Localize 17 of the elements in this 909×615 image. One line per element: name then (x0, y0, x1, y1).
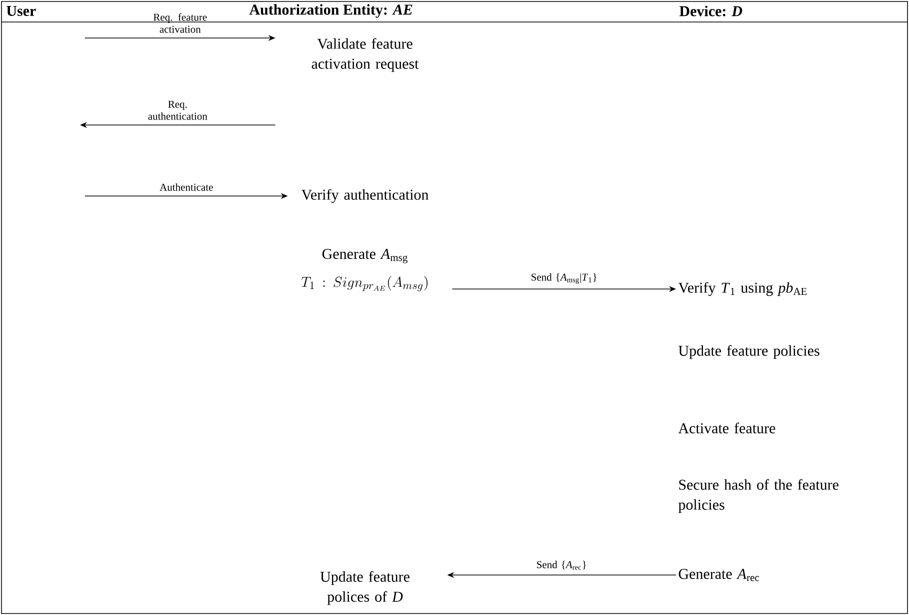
step-text: Secure hash of the feature policies (678, 479, 838, 513)
step-text: Update feature policies (678, 345, 820, 359)
column-header: Authorization Entity: AE (249, 4, 412, 18)
column-header: User (6, 6, 36, 16)
step-text: Generate A$_{rec}$ (678, 568, 760, 582)
edge-label: Send {A$_{rec}$} (537, 560, 586, 570)
edge-label: Authenticate (160, 183, 213, 191)
step-text: Generate A$_{msg}$ $T_1 : Sign_{pr_{AE}}(A_{msg})$ (301, 248, 428, 292)
step-text: Verify T$_{1}$ using pb$_{AE}$ (678, 282, 807, 296)
edge-label: Send {A$_{msg}$|T$_{1}$} (532, 273, 596, 284)
step-text: Activate feature (678, 422, 776, 434)
column-header: Device: D (679, 6, 742, 16)
step-text: Validate feature activation request (312, 38, 419, 72)
edge-label: Req. authentication (148, 100, 208, 120)
step-text: Update feature polices of D (320, 571, 410, 605)
edge-label: Req. feature activation (153, 13, 207, 33)
step-text: Verify authentication (301, 189, 429, 203)
